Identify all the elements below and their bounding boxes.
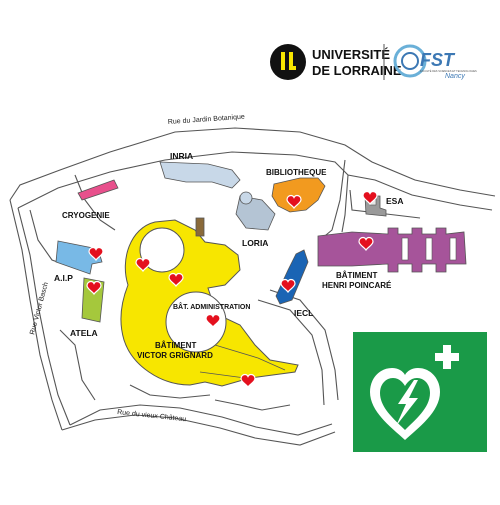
ul-logo-letters <box>281 52 296 70</box>
road-vieux-chateau-outer <box>61 414 336 446</box>
grignard-wing-line <box>214 344 286 371</box>
grignard-courtyard-south <box>165 291 227 353</box>
label-inria: INRIA <box>170 151 193 161</box>
label-atela: ATELA <box>70 328 98 338</box>
loria-tower <box>239 191 253 205</box>
loria-shape <box>235 195 276 231</box>
road-label-jardin-botanique: Rue du Jardin Botanique <box>168 114 245 126</box>
road-victor-basch-outer <box>9 199 63 431</box>
label-grignard-line2: VICTOR GRIGNARD <box>137 351 213 360</box>
university-name-line2: DE LORRAINE <box>312 63 402 78</box>
ul-logo-mark <box>270 44 306 80</box>
road-vieux-chateau-inner <box>69 404 333 436</box>
grignard-courtyard-north <box>139 227 185 273</box>
label-administration: BÂT. ADMINISTRATION <box>173 302 250 311</box>
poincare-shape <box>317 227 467 273</box>
label-loria: LORIA <box>242 238 268 248</box>
fst-logo: FST FACULTÉ DES SCIENCES ET TECHNOLOGIES… <box>393 44 477 80</box>
building-iecl <box>275 249 309 305</box>
label-poincare-line1: BÂTIMENT <box>336 271 377 280</box>
building-bibliotheque <box>271 177 326 213</box>
fst-logo-tagline: FACULTÉ DES SCIENCES ET TECHNOLOGIES <box>420 68 477 73</box>
path-southwest-1 <box>59 329 96 401</box>
aed-cross-icon <box>435 345 459 369</box>
poincare-gap-1 <box>401 237 409 261</box>
poincare-gap-2 <box>425 237 433 261</box>
label-bibliotheque: BIBLIOTHEQUE <box>266 168 327 177</box>
grignard-wing-line-2 <box>199 371 246 379</box>
poincare-gap-3 <box>449 237 457 261</box>
building-small-brown <box>195 217 205 237</box>
university-name-line1: UNIVERSITÉ <box>312 47 390 62</box>
label-cryogenie: CRYOGENIE <box>62 211 110 220</box>
road-victor-basch-inner <box>17 207 71 426</box>
label-aip: A.I.P <box>54 273 73 283</box>
path-east-2 <box>341 174 349 233</box>
road-label-vieux-chateau: Rue du vieux Château <box>117 409 187 423</box>
label-iecl: IECL <box>294 308 313 318</box>
roads-layer <box>9 127 496 446</box>
path-southeast-2 <box>257 299 325 406</box>
path-south-2 <box>214 399 291 411</box>
path-south-1 <box>129 384 211 399</box>
road-label-victor-basch: Rue Victor Basch <box>29 281 50 335</box>
building-victor-grignard <box>120 219 299 387</box>
building-henri-poincare <box>317 227 467 273</box>
universite-de-lorraine-logo: UNIVERSITÉ DE LORRAINE <box>270 44 402 80</box>
road-jardin-botanique-outer <box>9 127 496 201</box>
path-west-2 <box>74 174 116 231</box>
road-jardin-botanique-inner <box>17 151 493 211</box>
aed-sign <box>353 332 487 452</box>
fst-logo-text: FST <box>420 50 456 70</box>
fst-logo-city: Nancy <box>445 73 465 80</box>
building-inria <box>159 161 241 189</box>
label-esa: ESA <box>386 196 403 206</box>
heart-icon[interactable] <box>240 373 256 388</box>
fst-logo-ring <box>393 44 427 78</box>
building-cryogenie <box>77 179 119 201</box>
fst-logo-inner-ring <box>401 52 419 70</box>
label-poincare-line2: HENRI POINCARÉ <box>322 281 392 290</box>
aed-lightning-bolt <box>396 380 418 426</box>
label-grignard-line1: BÂTIMENT <box>155 341 196 350</box>
building-loria <box>235 191 276 231</box>
